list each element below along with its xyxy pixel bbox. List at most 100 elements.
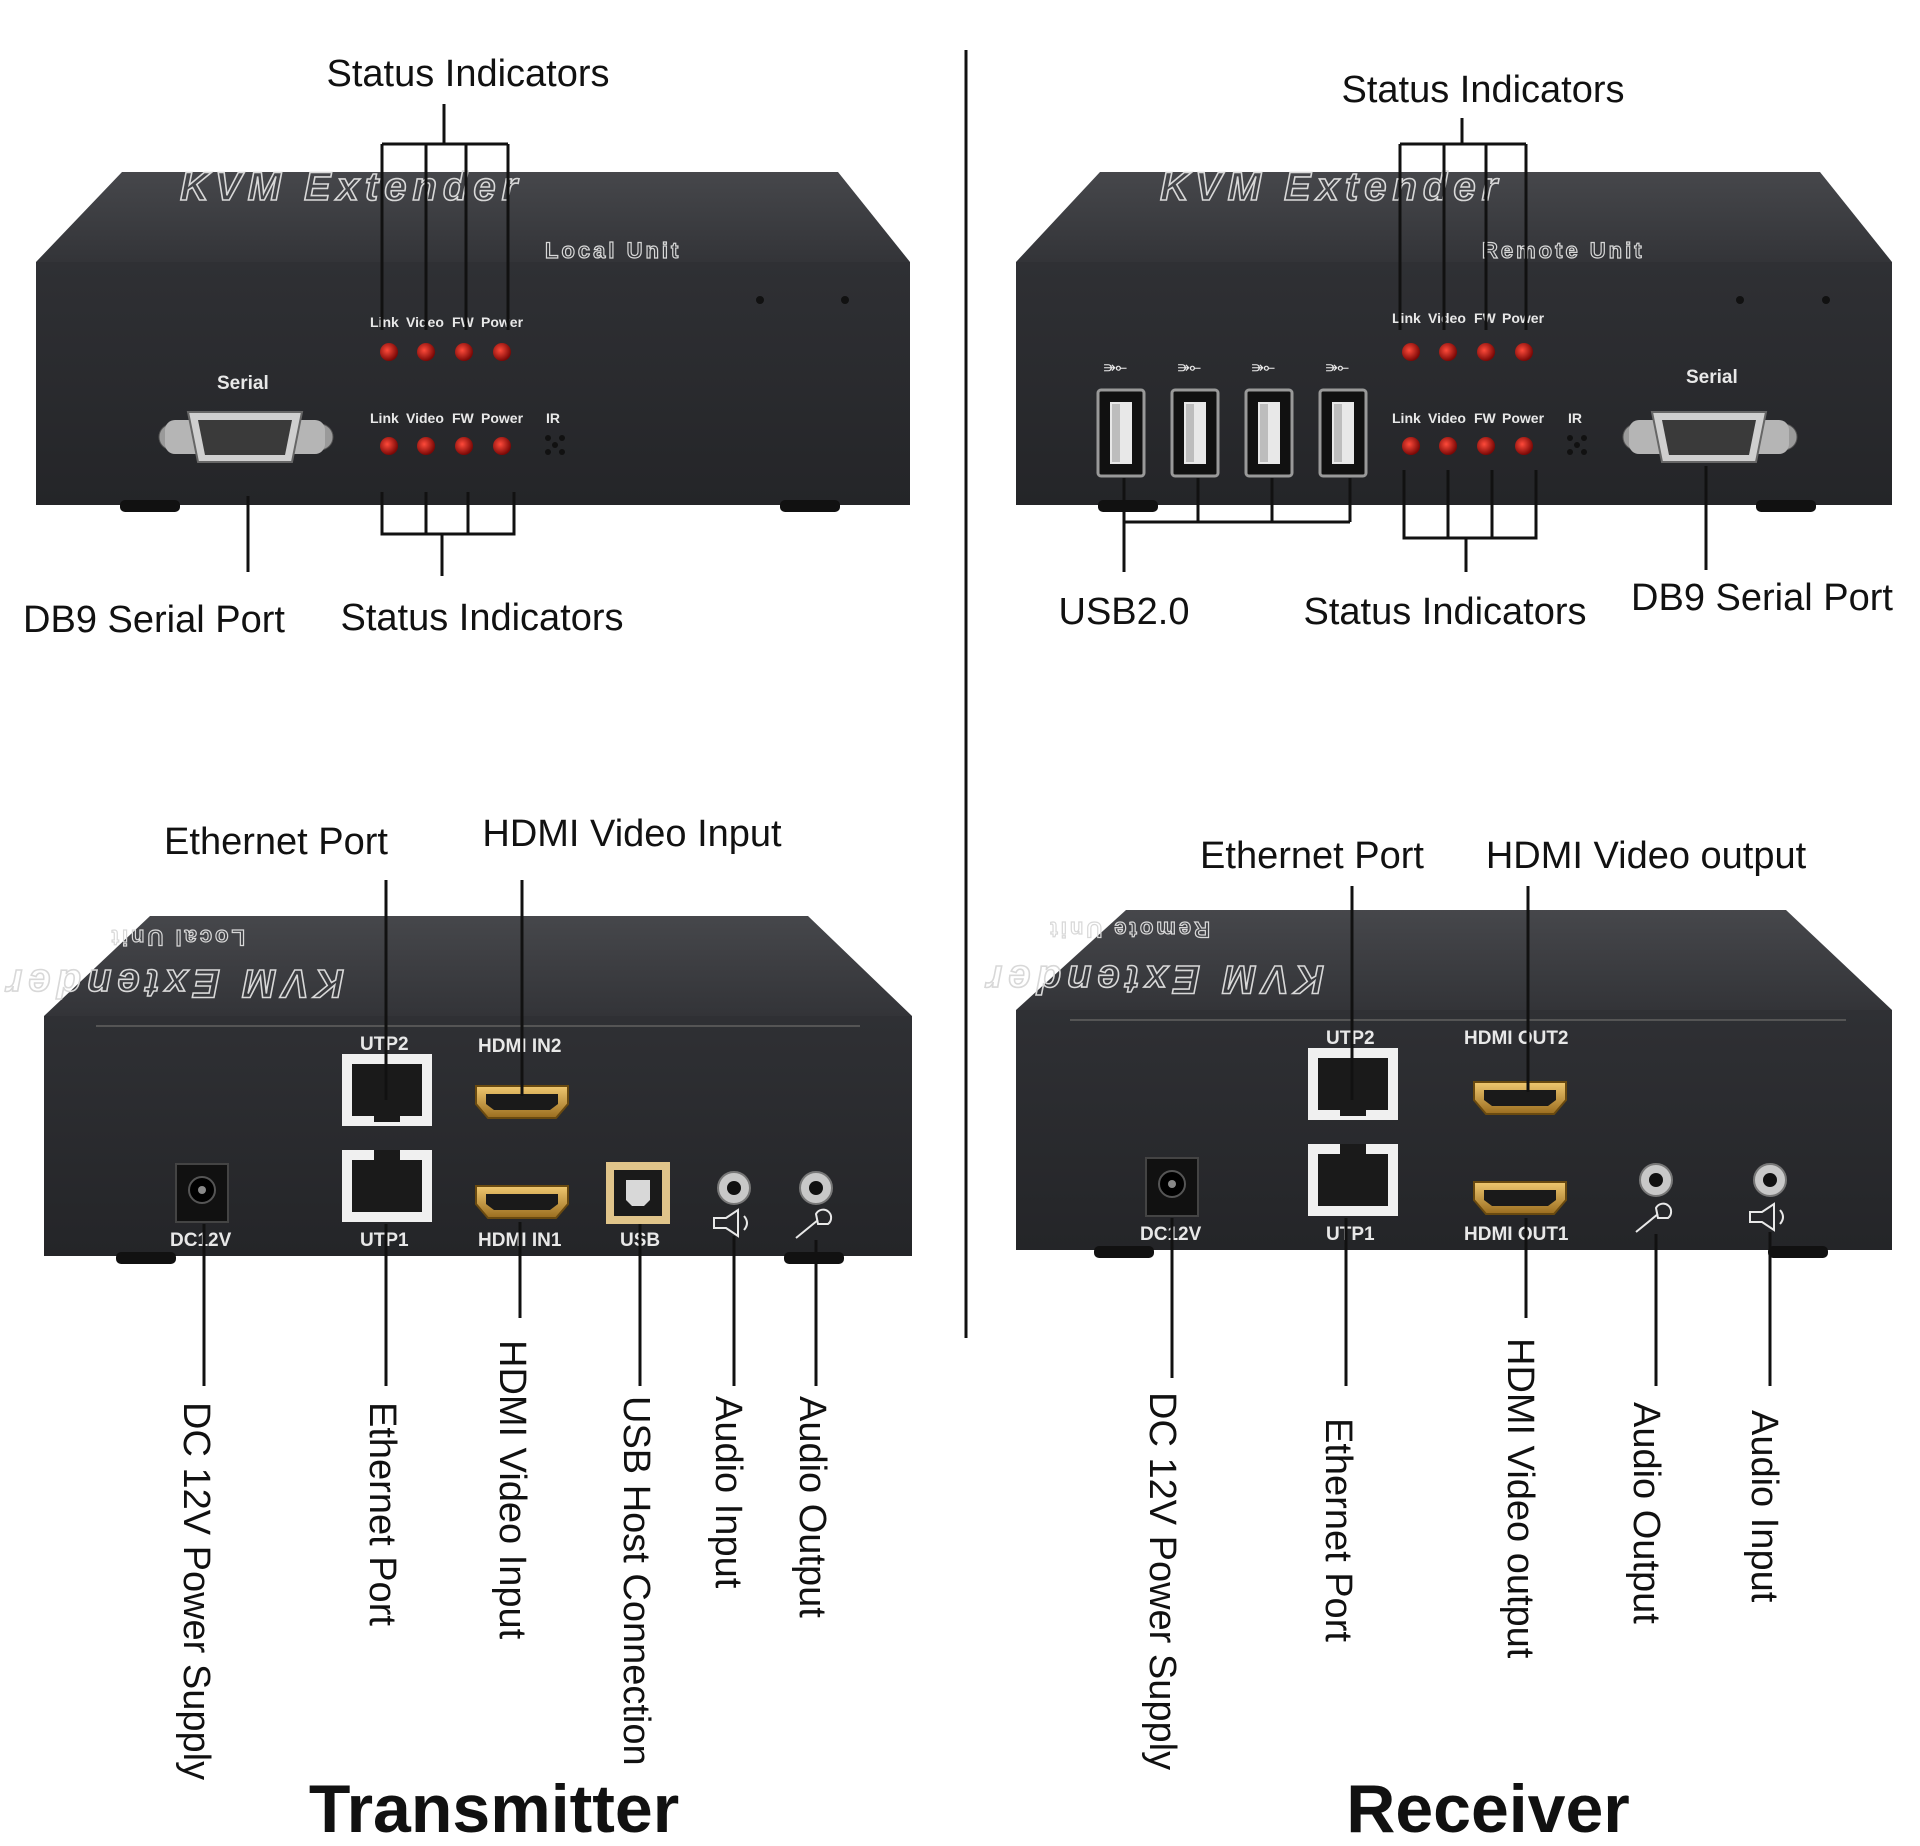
led-label-link: Link <box>1392 310 1421 326</box>
led-link <box>1402 343 1420 361</box>
chassis-front <box>36 262 910 505</box>
foot <box>780 500 840 512</box>
brand-text: KVM Extender <box>981 957 1324 1001</box>
callout-db9-serial-port: DB9 Serial Port <box>23 599 285 641</box>
led-fw <box>455 343 473 361</box>
callout-status-indicators-bottom: Status Indicators <box>340 597 623 639</box>
serial-label: Serial <box>1686 367 1738 388</box>
hdmi-port-out2 <box>1474 1082 1566 1114</box>
hdmi-port-out1 <box>1474 1182 1566 1214</box>
callout-ethernet-bottom: Ethernet Port <box>361 1402 403 1626</box>
receiver-rear-unit: KVM Extender Remote Unit UTP2 UTP1 HDMI … <box>981 835 1892 1846</box>
foot <box>784 1252 844 1264</box>
callout-hdmi-bottom: HDMI Video Input <box>491 1340 533 1640</box>
led-link <box>1402 437 1420 455</box>
callout-dc-power-supply: DC 12V Power Supply <box>1141 1392 1183 1770</box>
led-video <box>417 343 435 361</box>
usb-symbol-icon: ⭄⟜ <box>1104 359 1128 375</box>
screw-hole <box>1736 296 1744 304</box>
dc12v-label: DC12V <box>170 1230 232 1251</box>
usb-symbol-icon: ⭄⟜ <box>1178 359 1202 375</box>
callout-audio-output: Audio Output <box>791 1396 833 1618</box>
callout-usb-host: USB Host Connection <box>615 1396 657 1766</box>
callout-db9-serial-port: DB9 Serial Port <box>1631 577 1893 619</box>
callout-ethernet-bottom: Ethernet Port <box>1317 1418 1359 1642</box>
led-label-power: Power <box>1502 310 1545 326</box>
callout-status-indicators-top: Status Indicators <box>326 53 609 95</box>
utp2-label: UTP2 <box>360 1034 409 1055</box>
callout-audio-input: Audio Input <box>707 1396 749 1589</box>
ethernet-port-utp1 <box>342 1150 432 1222</box>
foot <box>116 1252 176 1264</box>
ethernet-port-utp1 <box>1308 1144 1398 1216</box>
utp2-label: UTP2 <box>1326 1028 1375 1049</box>
led-label-video: Video <box>1428 310 1466 326</box>
foot <box>1094 1246 1154 1258</box>
callout-audio-output: Audio Output <box>1625 1402 1667 1624</box>
brand-text: KVM Extender <box>1160 165 1503 209</box>
callout-hdmi-bottom: HDMI Video output <box>1499 1338 1541 1659</box>
transmitter-rear-unit: KVM Extender Local Unit UTP2 UTP1 HDMI I… <box>1 813 912 1846</box>
callout-audio-input: Audio Input <box>1743 1410 1785 1603</box>
callout-hdmi-top: HDMI Video output <box>1486 835 1807 877</box>
callout-usb: USB2.0 <box>1059 591 1190 633</box>
usb-symbol-icon: ⭄⟜ <box>1252 359 1276 375</box>
led-power <box>1515 343 1533 361</box>
receiver-front-unit: KVM Extender Remote Unit ⭄⟜ ⭄⟜ ⭄⟜ <box>1016 69 1893 633</box>
callout-hdmi-top: HDMI Video Input <box>482 813 782 855</box>
led-video <box>1439 437 1457 455</box>
hdmi-out2-label: HDMI OUT2 <box>1464 1028 1569 1049</box>
dc-power-jack <box>176 1164 228 1222</box>
led-label-power: Power <box>1502 410 1545 426</box>
led-link <box>380 343 398 361</box>
serial-label: Serial <box>217 373 269 394</box>
ir-label: IR <box>546 410 560 426</box>
unit-text: Local Unit <box>109 925 245 950</box>
brand-text: KVM Extender <box>1 961 344 1005</box>
unit-text: Local Unit <box>545 238 681 263</box>
utp1-label: UTP1 <box>1326 1224 1375 1245</box>
led-label-power: Power <box>481 410 524 426</box>
led-label-link: Link <box>1392 410 1421 426</box>
led-power <box>493 343 511 361</box>
led-label-fw: FW <box>452 314 475 330</box>
transmitter-front-unit: KVM Extender Local Unit Serial Link Vide… <box>23 53 910 641</box>
led-fw <box>1477 343 1495 361</box>
led-video <box>1439 343 1457 361</box>
led-label-video: Video <box>1428 410 1466 426</box>
led-label-fw: FW <box>452 410 475 426</box>
led-label-video: Video <box>406 410 444 426</box>
hdmi-out1-label: HDMI OUT1 <box>1464 1224 1569 1245</box>
led-label-fw: FW <box>1474 410 1497 426</box>
callout-ethernet-top: Ethernet Port <box>1200 835 1424 877</box>
callout-status-indicators-bottom: Status Indicators <box>1303 591 1586 633</box>
chassis-front <box>1016 262 1892 505</box>
ir-label: IR <box>1568 410 1582 426</box>
hdmi-port-in1 <box>476 1186 568 1218</box>
usb-b-port <box>606 1162 670 1224</box>
led-link <box>380 437 398 455</box>
led-label-link: Link <box>370 314 399 330</box>
led-label-link: Link <box>370 410 399 426</box>
usb-symbol-icon: ⭄⟜ <box>1326 359 1350 375</box>
callout-dc-power-supply: DC 12V Power Supply <box>175 1402 217 1780</box>
led-video <box>417 437 435 455</box>
screw-hole <box>841 296 849 304</box>
foot <box>120 500 180 512</box>
hdmi-in2-label: HDMI IN2 <box>478 1036 561 1057</box>
screw-hole <box>1822 296 1830 304</box>
led-power <box>1515 437 1533 455</box>
foot <box>1098 500 1158 512</box>
brand-text: KVM Extender <box>180 165 523 209</box>
dc-power-jack <box>1146 1158 1198 1216</box>
callout-ethernet-top: Ethernet Port <box>164 821 388 863</box>
led-fw <box>1477 437 1495 455</box>
foot <box>1768 1246 1828 1258</box>
receiver-title: Receiver <box>1346 1771 1630 1846</box>
led-fw <box>455 437 473 455</box>
unit-text: Remote Unit <box>1047 917 1210 942</box>
transmitter-title: Transmitter <box>309 1771 679 1846</box>
callout-status-indicators-top: Status Indicators <box>1341 69 1624 111</box>
